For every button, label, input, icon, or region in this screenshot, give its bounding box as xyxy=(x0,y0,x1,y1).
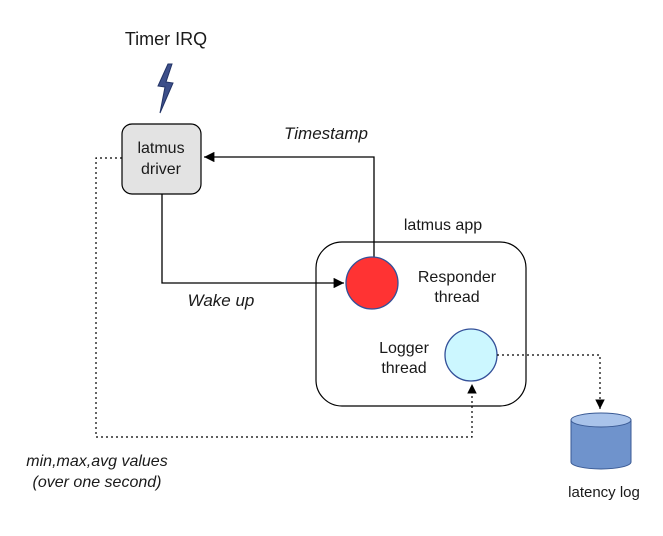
latmus-app-box xyxy=(315,241,527,407)
database-icon xyxy=(570,412,632,470)
logger-label-line2: thread xyxy=(381,360,426,377)
timestamp-arrow xyxy=(204,151,375,258)
latency-log-label: latency log xyxy=(568,484,640,501)
driver-label-line2: driver xyxy=(141,161,182,178)
log-dotted-arrow xyxy=(497,354,605,409)
lightning-icon xyxy=(157,63,174,114)
driver-box-shape xyxy=(121,123,202,195)
timestamp-label: Timestamp xyxy=(284,124,368,143)
database-body xyxy=(570,419,632,470)
responder-label-line1: Responder xyxy=(418,269,497,286)
latmus-driver-box: latmus driver xyxy=(121,123,202,195)
timer-irq-label: Timer IRQ xyxy=(125,29,207,49)
wake-up-arrow xyxy=(161,194,344,289)
wake-up-label: Wake up xyxy=(188,291,255,310)
stats-dotted-arrow xyxy=(95,157,477,438)
responder-label-line2: thread xyxy=(434,289,479,306)
logger-label-line1: Logger xyxy=(379,340,429,357)
responder-thread-circle xyxy=(345,256,399,310)
database-top xyxy=(570,412,632,428)
stats-label-line2: (over one second) xyxy=(33,474,162,491)
logger-thread-circle xyxy=(444,328,498,382)
app-label: latmus app xyxy=(404,217,482,234)
stats-label-line1: min,max,avg values xyxy=(26,453,167,470)
driver-label-line1: latmus xyxy=(137,140,184,157)
